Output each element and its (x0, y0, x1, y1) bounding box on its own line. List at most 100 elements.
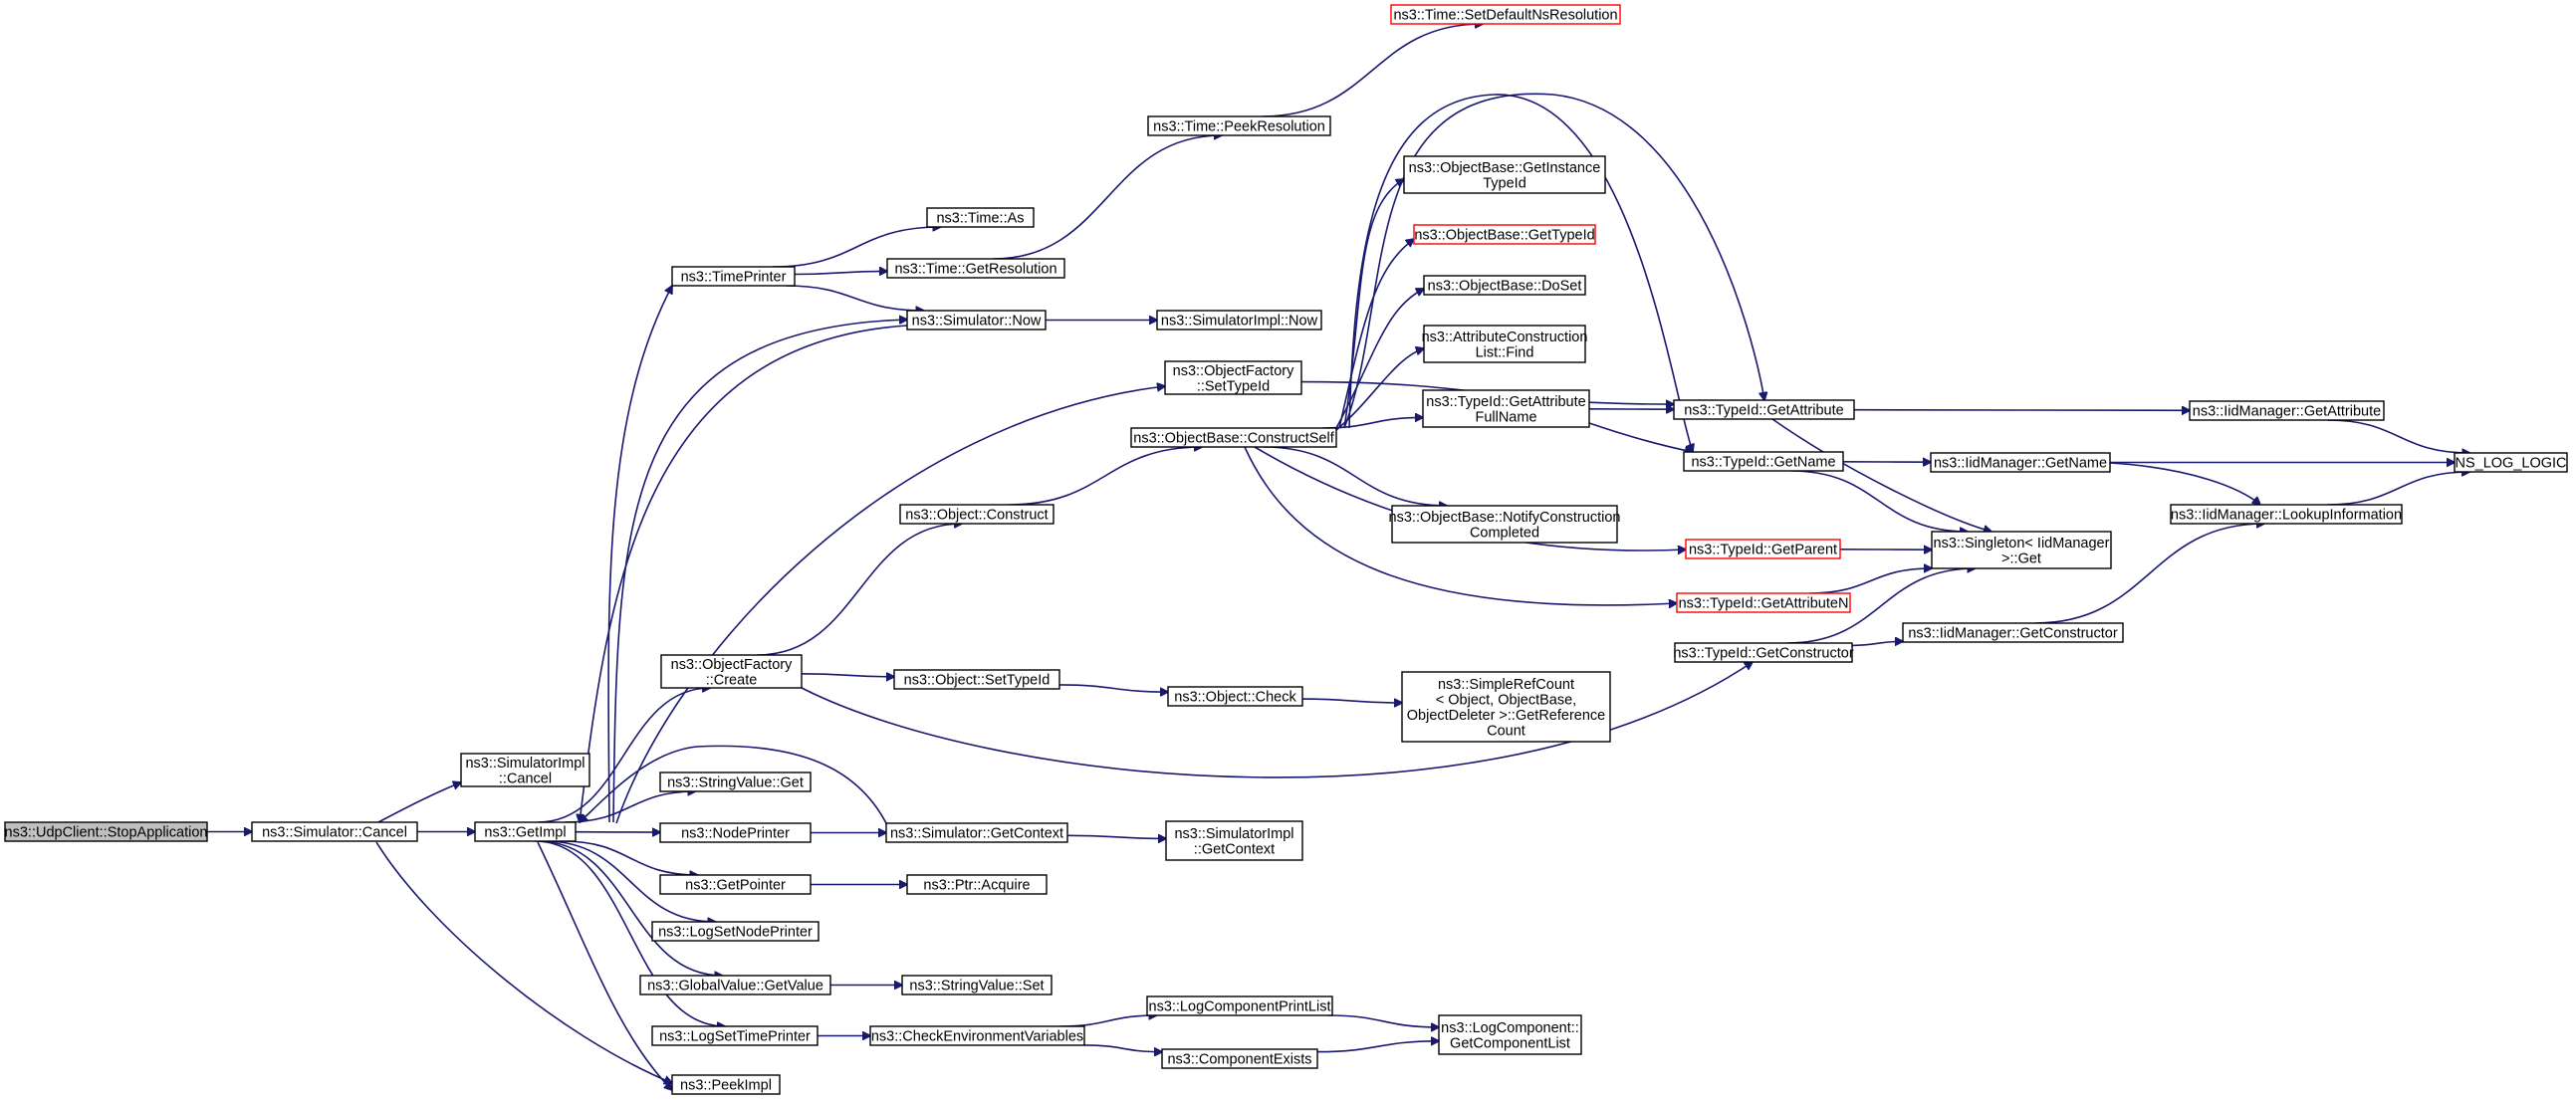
node-box[interactable] (906, 310, 1047, 331)
node-timeas[interactable]: ns3::Time::As (926, 207, 1035, 228)
node-box[interactable] (2454, 452, 2568, 473)
node-box[interactable] (1685, 539, 1841, 559)
node-iidlookup[interactable]: ns3::IidManager::LookupInformation (2170, 504, 2403, 525)
node-box[interactable] (886, 258, 1065, 279)
node-simcancel[interactable]: ns3::Simulator::Cancel (251, 821, 418, 842)
node-box[interactable] (671, 266, 796, 287)
node-box[interactable] (474, 821, 577, 842)
node-box[interactable] (1674, 642, 1853, 663)
node-tidgetattr[interactable]: ns3::TypeId::GetAttribute (1673, 399, 1855, 420)
node-box[interactable] (660, 654, 803, 689)
node-logsettimeprinter[interactable]: ns3::LogSetTimePrinter (651, 1025, 819, 1046)
node-timepeekres[interactable]: ns3::Time::PeekResolution (1147, 115, 1331, 136)
node-nodeprinter[interactable]: ns3::NodePrinter (659, 822, 812, 843)
node-box[interactable] (251, 821, 418, 842)
node-timeprinter[interactable]: ns3::TimePrinter (671, 266, 796, 287)
node-udp[interactable]: ns3::UdpClient::StopApplication (4, 821, 208, 842)
node-box[interactable] (1931, 531, 2112, 569)
node-ptracquire[interactable]: ns3::Ptr::Acquire (906, 874, 1048, 895)
node-box[interactable] (2189, 400, 2385, 421)
node-box[interactable] (1147, 115, 1331, 136)
node-box[interactable] (926, 207, 1035, 228)
node-tidgetcons[interactable]: ns3::TypeId::GetConstructor (1673, 642, 1854, 663)
node-box[interactable] (1438, 1014, 1582, 1055)
node-objsettypeid[interactable]: ns3::Object::SetTypeId (893, 669, 1060, 690)
node-box[interactable] (1164, 360, 1302, 395)
node-tidgetattrn[interactable]: ns3::TypeId::GetAttributeN (1676, 592, 1851, 613)
node-box[interactable] (1676, 592, 1851, 613)
node-getimpl[interactable]: ns3::GetImpl (474, 821, 577, 842)
node-strvalget[interactable]: ns3::StringValue::Get (659, 772, 812, 792)
node-box[interactable] (1403, 155, 1606, 194)
node-box[interactable] (1413, 224, 1596, 245)
node-box[interactable] (1683, 451, 1844, 472)
node-objconstruct[interactable]: ns3::Object::Construct (899, 504, 1054, 525)
node-box[interactable] (1390, 4, 1621, 25)
node-obgettypeid[interactable]: ns3::ObjectBase::GetTypeId (1413, 224, 1596, 245)
node-simimplgetctx[interactable]: ns3::SimulatorImpl::GetContext (1165, 820, 1303, 861)
node-box[interactable] (906, 874, 1048, 895)
node-simimplcancel[interactable]: ns3::SimulatorImpl::Cancel (460, 753, 590, 787)
node-strvalset[interactable]: ns3::StringValue::Set (901, 975, 1053, 995)
node-box[interactable] (651, 1025, 819, 1046)
node-obdoset[interactable]: ns3::ObjectBase::DoSet (1423, 275, 1586, 296)
node-iidgetcons[interactable]: ns3::IidManager::GetConstructor (1902, 622, 2124, 643)
node-obnotify[interactable]: ns3::ObjectBase::NotifyConstructionCompl… (1389, 505, 1621, 544)
node-box[interactable] (899, 504, 1054, 525)
node-simplerefcount[interactable]: ns3::SimpleRefCount< Object, ObjectBase,… (1401, 671, 1611, 743)
node-compexists[interactable]: ns3::ComponentExists (1161, 1048, 1318, 1069)
node-iidgetattr[interactable]: ns3::IidManager::GetAttribute (2189, 400, 2385, 421)
node-checkenv[interactable]: ns3::CheckEnvironmentVariables (869, 1025, 1085, 1046)
node-box[interactable] (1423, 275, 1586, 296)
node-box[interactable] (1167, 686, 1303, 707)
node-box[interactable] (2170, 504, 2403, 525)
node-logcompgetlist[interactable]: ns3::LogComponent::GetComponentList (1438, 1014, 1582, 1055)
node-box[interactable] (1161, 1048, 1318, 1069)
node-obconstructself[interactable]: ns3::ObjectBase::ConstructSelf (1130, 427, 1337, 448)
node-box[interactable] (1146, 995, 1333, 1016)
node-box[interactable] (1422, 389, 1590, 428)
node-box[interactable] (901, 975, 1053, 995)
node-tidgetname[interactable]: ns3::TypeId::GetName (1683, 451, 1844, 472)
node-box[interactable] (1130, 427, 1337, 448)
node-box[interactable] (1401, 671, 1611, 743)
node-getpointer[interactable]: ns3::GetPointer (659, 874, 812, 895)
node-box[interactable] (659, 772, 812, 792)
node-box[interactable] (885, 822, 1068, 843)
node-box[interactable] (1165, 820, 1303, 861)
node-objcheck[interactable]: ns3::Object::Check (1167, 686, 1303, 707)
node-box[interactable] (1902, 622, 2124, 643)
node-ofcreate[interactable]: ns3::ObjectFactory::Create (660, 654, 803, 689)
node-simimplnow[interactable]: ns3::SimulatorImpl::Now (1156, 310, 1322, 331)
node-ofsettypeid[interactable]: ns3::ObjectFactory::SetTypeId (1164, 360, 1302, 395)
node-box[interactable] (1930, 452, 2111, 473)
node-box[interactable] (1391, 505, 1618, 544)
node-box[interactable] (639, 975, 831, 995)
node-box[interactable] (651, 921, 820, 942)
node-box[interactable] (671, 1074, 781, 1095)
node-gvgetvalue[interactable]: ns3::GlobalValue::GetValue (639, 975, 831, 995)
node-box[interactable] (4, 821, 208, 842)
node-box[interactable] (893, 669, 1060, 690)
node-singleton[interactable]: ns3::Singleton< IidManager >::Get (1931, 531, 2112, 569)
node-simnow[interactable]: ns3::Simulator::Now (906, 310, 1047, 331)
node-box[interactable] (659, 822, 812, 843)
node-box[interactable] (1673, 399, 1855, 420)
node-nslog[interactable]: NS_LOG_LOGIC (2454, 452, 2568, 473)
node-box[interactable] (460, 753, 590, 787)
node-box[interactable] (659, 874, 812, 895)
node-box[interactable] (869, 1025, 1085, 1046)
node-iidgetname[interactable]: ns3::IidManager::GetName (1930, 452, 2111, 473)
node-peekimpl[interactable]: ns3::PeekImpl (671, 1074, 781, 1095)
node-timegetres[interactable]: ns3::Time::GetResolution (886, 258, 1065, 279)
node-box[interactable] (1423, 325, 1586, 363)
node-box[interactable] (1156, 310, 1322, 331)
node-timesetdef[interactable]: ns3::Time::SetDefaultNsResolution (1390, 4, 1621, 25)
node-logsetnodeprinter[interactable]: ns3::LogSetNodePrinter (651, 921, 820, 942)
node-tidgetparent[interactable]: ns3::TypeId::GetParent (1685, 539, 1841, 559)
node-simgetctx[interactable]: ns3::Simulator::GetContext (885, 822, 1068, 843)
node-logcompprintlist[interactable]: ns3::LogComponentPrintList (1146, 995, 1333, 1016)
